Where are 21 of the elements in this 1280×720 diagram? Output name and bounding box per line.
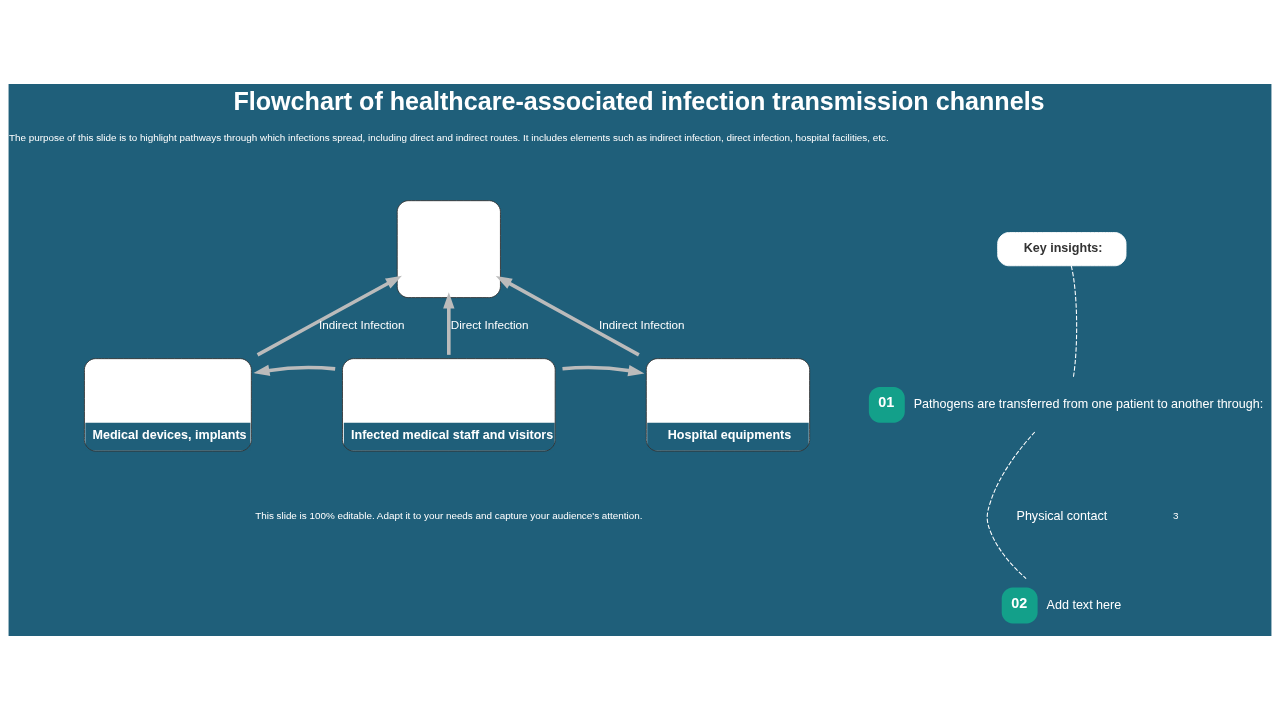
connector: [986, 431, 1036, 580]
arrow: [253, 364, 336, 376]
label: 3: [1173, 510, 1179, 522]
node-box: [396, 200, 501, 299]
arrow: [495, 275, 640, 357]
arrow: [443, 292, 455, 355]
edge-label: Indirect Infection: [599, 318, 685, 332]
arrow: [256, 275, 402, 357]
diagram-title: Flowchart of healthcare-associated infection transmission channels: [233, 87, 1045, 116]
node-label: Pathogens are transferred from one patient to another through:: [913, 397, 1264, 412]
label: Physical contact: [1016, 508, 1108, 523]
label: This slide is 100% editable. Adapt it to your needs and capture your audience's attention.: [255, 510, 643, 522]
connector: [1070, 265, 1078, 379]
node-box: 02: [1001, 587, 1038, 624]
edge-label: Indirect Infection: [318, 318, 405, 332]
node-box: Key insights:: [997, 232, 1127, 267]
label: The purpose of this slide is to highlight pathways through which infections spread, including direct and indirect routes. It includes elements such as indirect infection, direct infection, hospital facilities, etc.: [9, 132, 889, 144]
node-box: 01: [868, 386, 905, 423]
arrow: [562, 365, 645, 377]
node-label: Add text here: [1046, 597, 1122, 612]
edge-label: Direct Infection: [450, 318, 529, 332]
